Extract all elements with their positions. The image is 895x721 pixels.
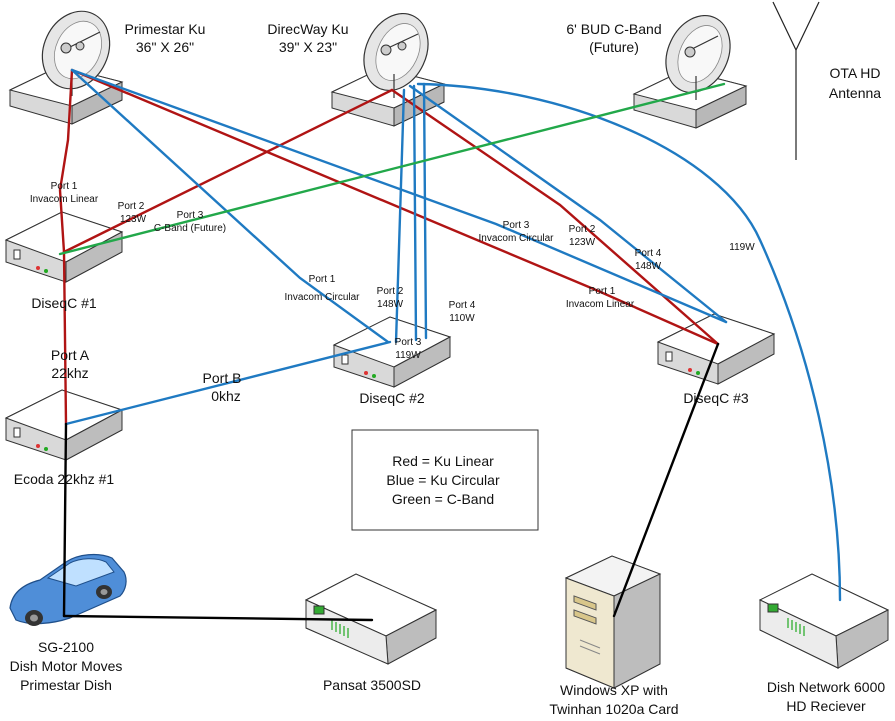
antenna-label-line2: Antenna [829,85,881,101]
pc-label-line2: Twinhan 1020a Card [549,701,678,717]
cable-direcway-to-diseqc2-port3-blue [412,84,418,342]
bud-label-line1: 6' BUD C-Band [566,21,661,37]
dish-network-label-line2: HD Reciever [786,698,866,714]
pansat-label: Pansat 3500SD [323,677,421,693]
diseqc2-port3-label: Port 3 [395,337,422,348]
legend-green: Green = C-Band [392,491,494,507]
cable-diseqc2-to-ecoda-blue [64,340,392,426]
cable-direcway-to-dish-network-119w-blue [416,82,842,602]
sg2100-label-line3: Primestar Dish [20,677,112,693]
diseqc1-name: DiseqC #1 [31,295,97,311]
diseqc1-porta-sublabel: 22khz [51,365,88,381]
cable-ecoda-to-sg2100-black [62,422,68,618]
primestar-label-line2: 36" X 26" [136,39,194,55]
cable-direcway-to-diseqc2-port4-blue [422,82,428,340]
diseqc2-switch-icon [332,316,452,388]
diseqc2-port4-sublabel: 110W [449,313,475,324]
cable-direcway-to-diseqc1-red [62,88,394,254]
dish-network-label-line1: Dish Network 6000 [767,679,885,695]
diseqc1-port3-label: Port 3 [177,210,204,221]
cable-direcway-to-diseqc3-port2-red [390,88,720,346]
ecoda-name: Ecoda 22khz #1 [14,471,115,487]
diseqc2-port4-label: Port 4 [449,300,476,311]
direcway-label-line2: 39" X 23" [279,39,337,55]
car-icon [9,553,127,626]
antenna-label-line1: OTA HD [829,65,880,81]
ota-antenna-icon [772,1,820,160]
diseqc1-port1-sublabel: Invacom Linear [30,194,99,205]
pc-label-line1: Windows XP with [560,682,668,698]
cable-sg2100-to-pansat-black [62,614,374,622]
sg2100-label-line1: SG-2100 [38,639,94,655]
computer-tower-icon [564,555,662,689]
cable-primestar-to-diseqc2-port1-blue [70,68,390,344]
cable-bud-to-diseqc1-green [58,82,726,256]
diseqc3-port4-label: Port 4 [635,248,662,259]
diseqc3-port3-label: Port 3 [503,220,530,231]
dish-network-feed-label: 119W [729,242,755,253]
cable-primestar-to-diseqc3-port1-red [70,68,720,346]
legend-blue: Blue = Ku Circular [386,472,500,488]
primestar-label-line1: Primestar Ku [125,21,206,37]
diseqc2-name: DiseqC #2 [359,390,425,406]
sg2100-label-line2: Dish Motor Moves [10,658,123,674]
diseqc3-port1-label: Port 1 [589,286,616,297]
diseqc1-port2-label: Port 2 [118,201,145,212]
legend-red: Red = Ku Linear [392,453,494,469]
diseqc2-portb-label: Port B [203,370,242,386]
ecoda-switch-icon [4,389,124,461]
diseqc3-port3-sublabel: Invacom Circular [478,233,554,244]
cable-diseqc1-to-ecoda-red [62,250,68,426]
cable-diseqc3-to-pc-black [612,342,720,618]
direcway-label-line1: DirecWay Ku [267,21,348,37]
cable-primestar-to-diseqc1-red [58,68,74,254]
diseqc3-port1-sublabel: Invacom Linear [566,299,635,310]
diseqc2-port1-label: Port 1 [309,274,336,285]
diseqc3-port4-sublabel: 148W [635,261,662,272]
diseqc3-name: DiseqC #3 [683,390,749,406]
dish-network-receiver-icon [758,573,890,669]
diseqc2-port2-label: Port 2 [377,286,404,297]
diseqc2-port2-sublabel: 148W [377,299,404,310]
diseqc1-port1-label: Port 1 [51,181,78,192]
primestar-dish-icon [8,10,124,125]
diseqc1-porta-label: Port A [51,347,90,363]
cable-direcway-to-diseqc3-port4-blue [408,84,728,324]
cable-primestar-to-diseqc3-port3-blue [70,68,728,324]
diseqc2-port1-sublabel: Invacom Circular [284,292,360,303]
diseqc2-port3-sublabel: 119W [395,350,421,361]
legend-box [351,429,539,531]
bud-label-line2: (Future) [589,39,639,55]
cable-direcway-to-diseqc2-port2-blue [394,88,406,344]
diseqc3-port2-sublabel: 123W [569,237,596,248]
diseqc3-port2-label: Port 2 [569,224,596,235]
diseqc1-port3-sublabel: C-Band (Future) [154,223,226,234]
direcway-dish-icon [330,12,446,127]
diseqc1-port2-sublabel: 123W [120,214,147,225]
diseqc2-portb-sublabel: 0khz [211,388,241,404]
